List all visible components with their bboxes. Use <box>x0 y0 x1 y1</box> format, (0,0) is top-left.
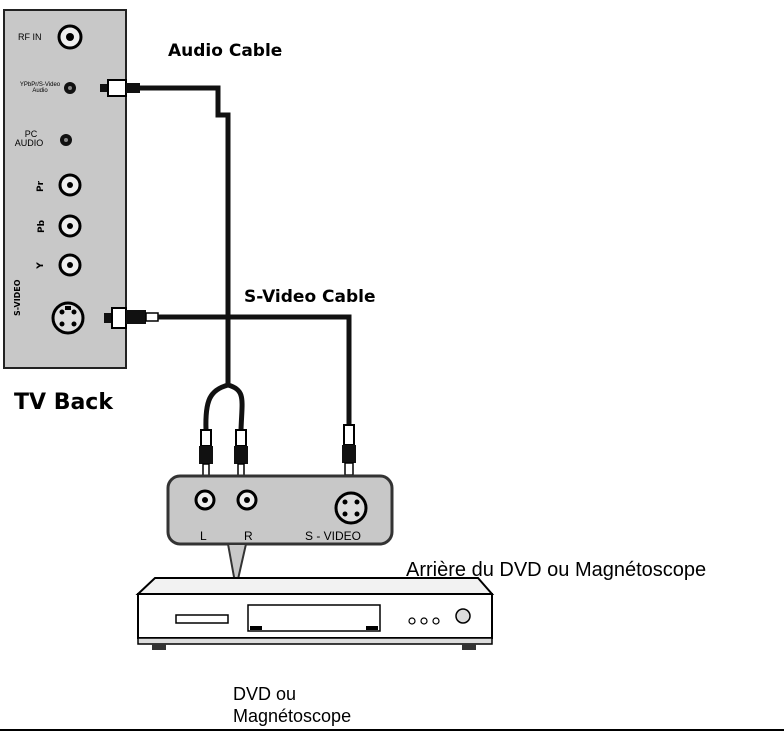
dvd-r-jack <box>236 489 258 511</box>
pc-audio-label: PC AUDIO <box>15 129 44 148</box>
audio-cable-split <box>203 382 245 431</box>
dvd-svideo-label: S - VIDEO <box>305 529 362 543</box>
pc-audio-label-line2: AUDIO <box>14 138 44 148</box>
audio-plug-right <box>234 429 248 477</box>
dvd-l-label: L <box>200 529 207 543</box>
svideo-plug-dvd <box>342 424 356 476</box>
dvd-svideo-jack <box>334 491 368 525</box>
dvd-rear-caption: Arrière du DVD ou Magnétoscope <box>406 559 707 581</box>
pr-label: Pr <box>36 180 47 193</box>
dvd-r-label: R <box>244 529 253 543</box>
device-caption: DVD ou Magnétoscope <box>233 685 351 725</box>
ypbpr-audio-label-line1: YPbPr/S-Video <box>19 82 61 88</box>
device-caption-line2: Magnétoscope <box>233 706 352 726</box>
dvd-rear-panel <box>166 474 394 589</box>
dvd-l-jack <box>194 489 216 511</box>
rf-in-connector <box>57 24 83 50</box>
component-y-jack <box>58 253 82 277</box>
component-pr-jack <box>58 173 82 197</box>
audio-cable-label: Audio Cable <box>168 41 283 61</box>
svideo-cable <box>158 314 352 425</box>
ypbpr-audio-label: YPbPr/S-Video Audio <box>14 82 66 94</box>
tv-back-caption: TV Back <box>14 390 113 415</box>
audio-plug-left <box>199 429 213 477</box>
svideo-cable-label: S-Video Cable <box>244 287 376 307</box>
rf-in-label: RF IN <box>18 32 42 42</box>
audio-cable <box>140 85 231 385</box>
svideo-tv-label: S-VIDEO <box>13 279 22 316</box>
pb-label: Pb <box>37 219 48 234</box>
svideo-connector <box>51 301 85 335</box>
y-label: Y <box>35 262 46 269</box>
ypbpr-audio-connector <box>64 82 76 94</box>
component-pb-jack <box>58 214 82 238</box>
pc-audio-label-line1: PC <box>24 129 38 139</box>
svideo-plug-tv <box>104 307 159 329</box>
dvd-player-device <box>135 577 495 650</box>
device-caption-line1: DVD ou <box>233 684 297 704</box>
ypbpr-audio-label-line2: Audio <box>32 88 48 94</box>
audio-plug-tv <box>100 79 140 97</box>
pc-audio-connector <box>60 134 72 146</box>
